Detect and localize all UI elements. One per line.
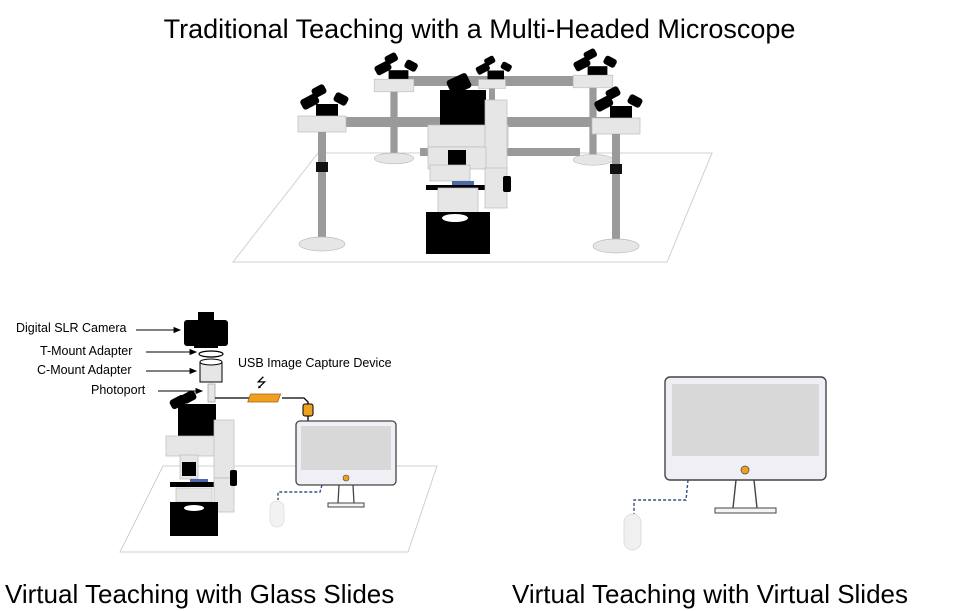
label-arrows	[136, 326, 204, 395]
station-back-left	[373, 51, 419, 165]
page-title: Traditional Teaching with a Multi-Headed…	[163, 14, 796, 44]
usb-icon: ⭍	[256, 376, 267, 391]
label-t-mount-adapter: T-Mount Adapter	[40, 344, 133, 358]
usb-capture-cable	[215, 393, 314, 422]
caption-virtual-slides: Virtual Teaching with Virtual Slides	[512, 579, 909, 609]
photoport	[207, 383, 216, 403]
usb-capture-device	[247, 393, 282, 403]
microscope-icon	[165, 390, 237, 536]
large-monitor-icon	[664, 376, 827, 514]
caption-glass-slides: Virtual Teaching with Glass Slides	[5, 579, 395, 609]
virtual-slides-diagram	[623, 376, 827, 551]
multi-headed-microscope-diagram	[231, 47, 713, 263]
label-photoport: Photoport	[91, 383, 146, 397]
mouse-cable-right	[633, 479, 689, 514]
label-c-mount-adapter: C-Mount Adapter	[37, 363, 132, 377]
c-mount-adapter	[199, 358, 223, 383]
mouse-icon-right	[623, 513, 642, 551]
label-digital-slr-camera: Digital SLR Camera	[16, 321, 127, 335]
label-usb-image-capture-device: USB Image Capture Device	[238, 356, 392, 370]
glass-slides-diagram	[119, 312, 438, 553]
mouse-icon	[269, 500, 285, 528]
t-mount-adapter	[198, 350, 224, 358]
camera-icon	[184, 312, 228, 348]
central-microscope	[426, 73, 511, 254]
